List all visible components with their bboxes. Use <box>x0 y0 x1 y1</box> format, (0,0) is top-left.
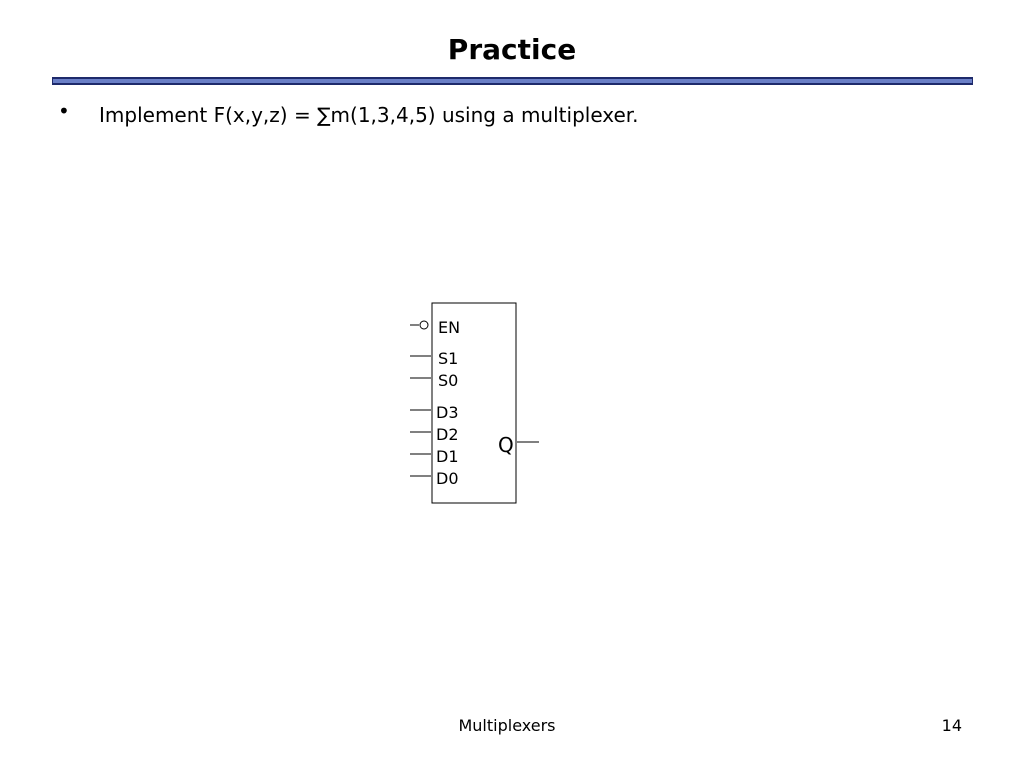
select-pin-label: S1 <box>438 349 458 368</box>
data-pin-label: D0 <box>436 469 459 488</box>
data-pin-label: D1 <box>436 447 459 466</box>
output-pin-label: Q <box>498 433 514 457</box>
data-pin-label: D2 <box>436 425 459 444</box>
page-number: 14 <box>941 716 962 735</box>
title-underline-rule <box>52 77 973 85</box>
bullet-icon: • <box>58 99 70 123</box>
footer-title: Multiplexers <box>458 716 556 735</box>
select-pin-label: S0 <box>438 371 458 390</box>
bullet-text: Implement F(x,y,z) = ∑m(1,3,4,5) using a… <box>99 103 639 127</box>
slide-title: Practice <box>447 33 577 66</box>
mux-body <box>431 302 517 504</box>
enable-bubble-icon <box>419 320 429 330</box>
enable-pin-label: EN <box>438 318 460 337</box>
data-pin-label: D3 <box>436 403 459 422</box>
